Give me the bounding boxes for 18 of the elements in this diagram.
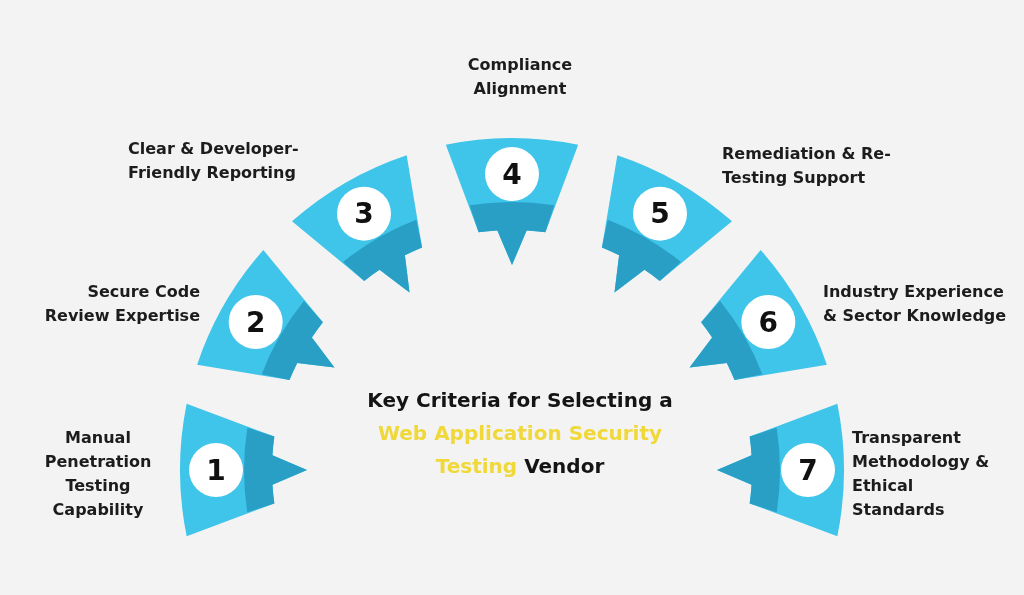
number-badge: 4: [485, 147, 539, 201]
number-badge: 7: [781, 443, 835, 497]
criterion-label: Remediation & Re-Testing Support: [722, 143, 892, 189]
number-badge: 2: [228, 295, 283, 349]
criterion-label: Manual Penetration Testing Capability: [44, 427, 152, 521]
criterion-label: Clear & Developer-Friendly Reporting: [128, 138, 300, 184]
number-badge: 5: [633, 186, 687, 241]
criterion-label: Compliance Alignment: [467, 54, 573, 100]
wedge-segment: [717, 403, 844, 537]
number-badge: 3: [337, 186, 391, 241]
wedge-segment: [180, 403, 307, 537]
criterion-label: Transparent Methodology & Ethical Standards: [852, 427, 991, 521]
criterion-label: Industry Experience & Sector Knowledge: [823, 281, 1008, 327]
criterion-label: Secure Code Review Expertise: [43, 281, 200, 327]
wedge-segment: [445, 138, 579, 265]
number-badge: 6: [741, 295, 796, 349]
title: Key Criteria for Selecting a Web Application Security Testing Vendor: [366, 387, 674, 480]
number-badge: 1: [189, 443, 243, 497]
